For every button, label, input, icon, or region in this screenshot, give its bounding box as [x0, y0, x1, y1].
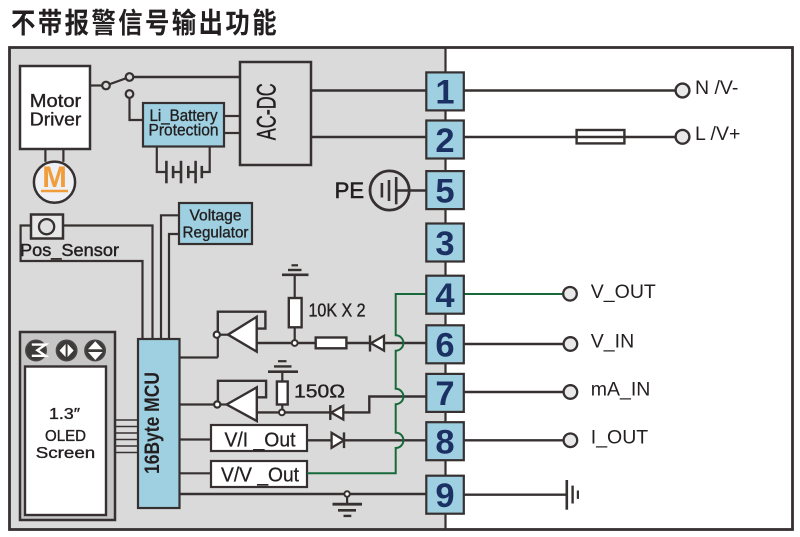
svg-text:V/V _Out: V/V _Out	[221, 464, 299, 487]
svg-text:16Byte MCU: 16Byte MCU	[141, 372, 164, 474]
svg-text:mA_IN: mA_IN	[591, 378, 651, 400]
svg-text:AC-DC: AC-DC	[252, 83, 282, 140]
svg-text:7: 7	[435, 375, 454, 413]
svg-text:L /V+: L /V+	[695, 123, 740, 145]
svg-text:5: 5	[435, 172, 454, 210]
svg-text:PE: PE	[335, 178, 364, 203]
svg-text:150Ω: 150Ω	[294, 381, 345, 401]
svg-text:1.3″: 1.3″	[49, 406, 81, 423]
svg-text:Motor: Motor	[30, 91, 82, 111]
svg-text:3: 3	[435, 225, 454, 263]
svg-text:2: 2	[435, 122, 454, 160]
svg-text:Driver: Driver	[30, 110, 82, 130]
svg-text:1: 1	[435, 74, 454, 112]
svg-text:Screen: Screen	[36, 445, 96, 462]
svg-text:Li_Battery: Li_Battery	[150, 107, 219, 125]
svg-text:4: 4	[435, 277, 454, 315]
svg-text:Regulator: Regulator	[183, 225, 250, 242]
svg-text:V/I _Out: V/I _Out	[225, 429, 296, 452]
svg-text:Pos_Sensor: Pos_Sensor	[20, 240, 119, 261]
svg-text:9: 9	[435, 477, 454, 515]
svg-text:8: 8	[435, 424, 454, 462]
svg-text:6: 6	[435, 327, 454, 365]
svg-text:I_OUT: I_OUT	[591, 427, 649, 449]
svg-text:V_OUT: V_OUT	[591, 281, 656, 303]
svg-text:10K X 2: 10K X 2	[309, 301, 366, 321]
svg-text:Voltage: Voltage	[190, 208, 242, 225]
svg-text:V_IN: V_IN	[591, 330, 634, 352]
svg-text:OLED: OLED	[45, 428, 86, 445]
svg-text:Protection: Protection	[149, 122, 219, 140]
svg-text:N /V-: N /V-	[695, 77, 738, 99]
svg-text:M: M	[42, 161, 67, 194]
